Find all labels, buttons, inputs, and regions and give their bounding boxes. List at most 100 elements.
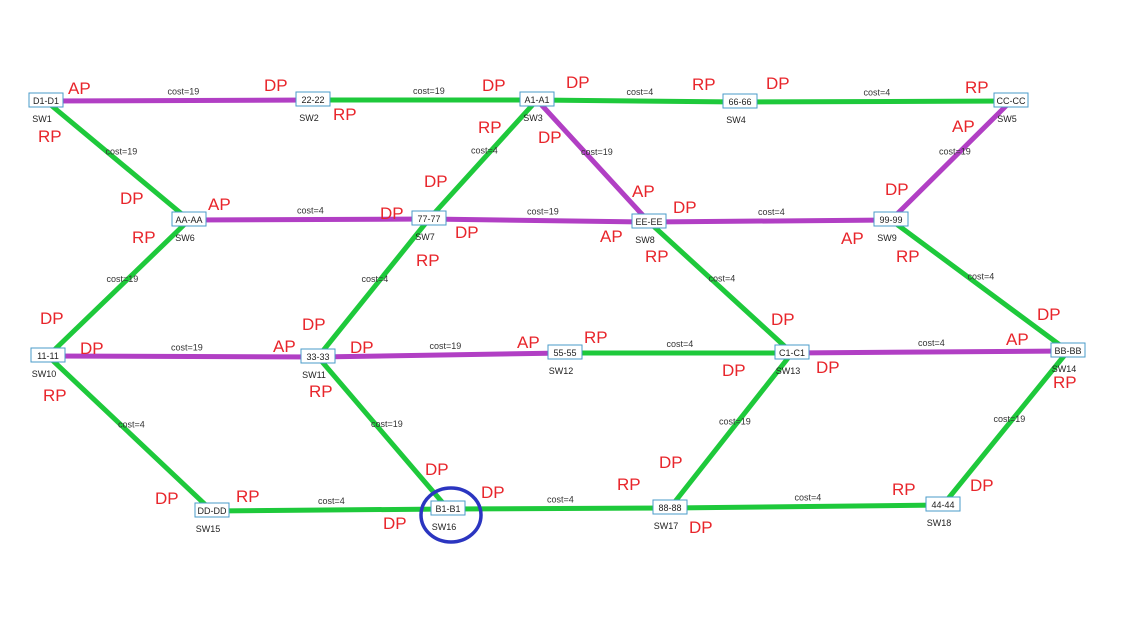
- port-role-label: DP: [689, 518, 713, 537]
- link-cost-label: cost=19: [581, 147, 613, 157]
- port-role-label: AP: [600, 227, 623, 246]
- port-role-label: DP: [659, 453, 683, 472]
- port-role-label: AP: [1006, 330, 1029, 349]
- port-role-label: AP: [952, 117, 975, 136]
- switch-name-label: SW1: [32, 114, 52, 124]
- port-role-label: DP: [885, 180, 909, 199]
- link-sw17-sw18: [667, 502, 946, 511]
- switch-address-label: 99-99: [879, 215, 902, 225]
- port-role-label: DP: [80, 339, 104, 358]
- switch-name-label: SW13: [776, 366, 801, 376]
- switch-address-label: DD-DD: [198, 506, 227, 516]
- link-cost-label: cost=4: [297, 206, 324, 216]
- switch-name-label: SW10: [32, 369, 57, 379]
- link-cost-label: cost=4: [471, 146, 498, 156]
- switch-icon: [993, 92, 1029, 108]
- link-cost-label: cost=4: [795, 493, 822, 503]
- port-role-label: AP: [517, 333, 540, 352]
- switch-address-label: EE-EE: [635, 217, 662, 227]
- link-cost-label: cost=4: [318, 496, 345, 506]
- switch-icon: [722, 93, 758, 109]
- port-role-label: RP: [236, 487, 260, 506]
- link-sw8-sw9: [646, 217, 894, 225]
- port-role-label: DP: [566, 73, 590, 92]
- link-sw3-sw8: [534, 97, 652, 225]
- switch-name-label: SW5: [997, 114, 1017, 124]
- port-role-label: DP: [722, 361, 746, 380]
- port-role-label: DP: [538, 128, 562, 147]
- link-cost-label: cost=4: [758, 207, 785, 217]
- switch-icon: [194, 502, 230, 518]
- link-sw6-sw10: [45, 217, 192, 359]
- link-cost-label: cost=19: [430, 341, 462, 351]
- port-role-label: DP: [766, 74, 790, 93]
- root-highlight-circle: [419, 486, 483, 544]
- link-sw7-sw11: [315, 216, 432, 360]
- port-role-label: RP: [416, 251, 440, 270]
- switch-address-label: BB-BB: [1054, 346, 1081, 356]
- switch-address-label: D1-D1: [33, 96, 59, 106]
- port-role-label: DP: [482, 76, 506, 95]
- switch-name-label: SW17: [654, 521, 679, 531]
- port-role-label: AP: [841, 229, 864, 248]
- port-role-label: RP: [965, 78, 989, 97]
- port-role-label: RP: [43, 386, 67, 405]
- link-sw3-sw4: [534, 97, 743, 105]
- link-cost-label: cost=19: [719, 417, 751, 427]
- switch-icon: [547, 344, 583, 360]
- port-role-label: DP: [264, 76, 288, 95]
- link-cost-label: cost=4: [864, 88, 891, 98]
- switch-name-label: SW7: [415, 232, 435, 242]
- link-cost-label: cost=4: [627, 87, 654, 97]
- port-role-label: AP: [68, 79, 91, 98]
- switch-name-label: SW2: [299, 113, 319, 123]
- links-layer: cost=19 cost=19 cost=4 cost=4 cost=19 cost=4 c…: [43, 86, 1071, 514]
- link-sw9-sw14: [888, 217, 1071, 354]
- switch-address-label: C1-C1: [779, 348, 805, 358]
- switch-address-label: 55-55: [553, 348, 576, 358]
- port-role-label: DP: [771, 310, 795, 329]
- switch-icon: [631, 213, 667, 229]
- port-role-label: RP: [309, 382, 333, 401]
- link-sw13-sw17: [667, 350, 795, 511]
- port-role-label: RP: [645, 247, 669, 266]
- link-sw11-sw12: [315, 350, 568, 360]
- switch-name-label: SW6: [175, 233, 195, 243]
- link-cost-label: cost=4: [709, 274, 736, 284]
- link-sw16-sw17: [445, 505, 673, 512]
- switch-icon: [30, 347, 66, 363]
- port-role-label: DP: [455, 223, 479, 242]
- port-role-label: DP: [380, 204, 404, 223]
- port-role-label: RP: [38, 127, 62, 146]
- link-sw4-sw5: [737, 98, 1014, 105]
- port-role-label: DP: [425, 460, 449, 479]
- port-role-label: RP: [132, 228, 156, 247]
- port-role-label: RP: [892, 480, 916, 499]
- switch-address-label: 33-33: [306, 352, 329, 362]
- link-sw1-sw6: [43, 98, 192, 223]
- switch-icon: [430, 500, 466, 516]
- port-role-label: DP: [970, 476, 994, 495]
- port-role-label: AP: [273, 337, 296, 356]
- switch-address-label: A1-A1: [524, 95, 549, 105]
- switch-name-label: SW4: [726, 115, 746, 125]
